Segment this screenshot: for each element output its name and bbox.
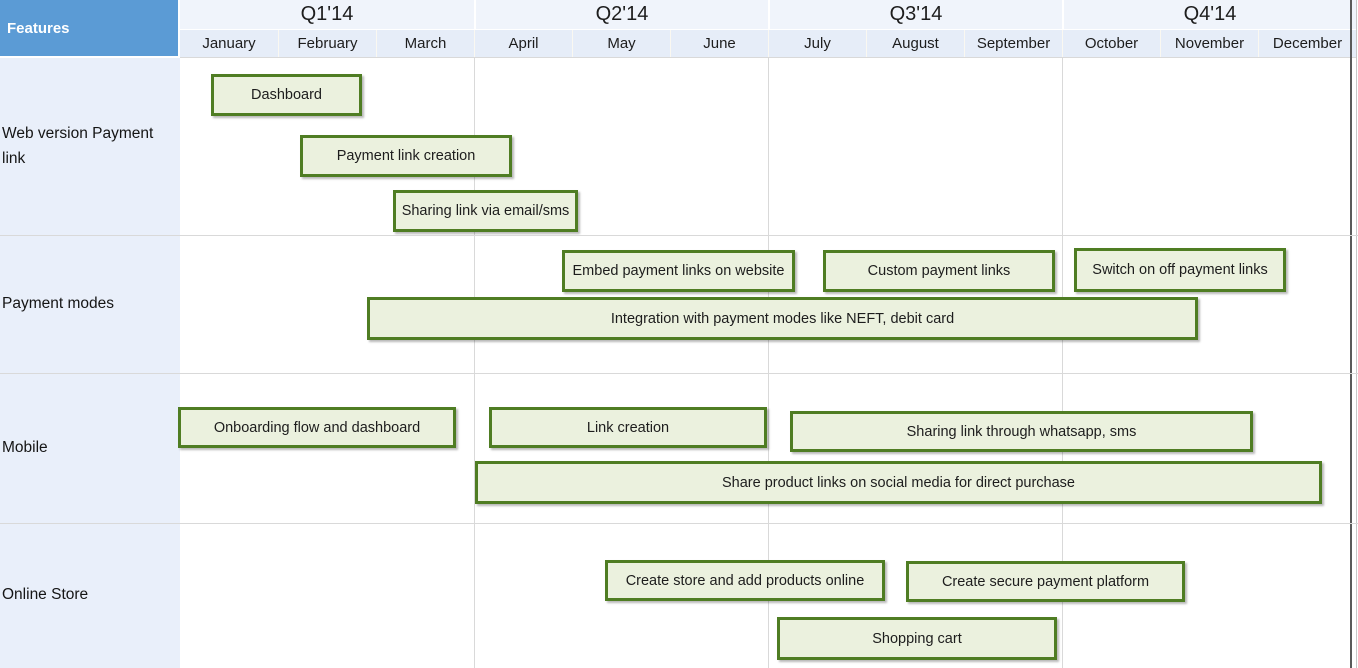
month-header-july: July — [768, 30, 866, 57]
features-header-cell: Features — [0, 0, 180, 58]
quarter-header-1: Q1'14 — [180, 0, 474, 29]
task-box[interactable]: Dashboard — [211, 74, 362, 116]
task-box[interactable]: Payment link creation — [300, 135, 512, 177]
task-box[interactable]: Sharing link via email/sms — [393, 190, 578, 232]
quarter-header-4: Q4'14 — [1062, 0, 1356, 29]
task-box[interactable]: Share product links on social media for … — [475, 461, 1322, 504]
month-header-june: June — [670, 30, 768, 57]
feature-row-label-1: Web version Payment link — [2, 125, 154, 167]
row-separator-2 — [0, 373, 1358, 374]
quarter-header-2: Q2'14 — [474, 0, 768, 29]
task-box[interactable]: Custom payment links — [823, 250, 1055, 292]
task-box[interactable]: Create secure payment platform — [906, 561, 1185, 602]
row-separator-3 — [0, 523, 1358, 524]
month-header-march: March — [376, 30, 474, 57]
chart-right-edge-line — [1356, 0, 1357, 668]
quarter-header-3: Q3'14 — [768, 0, 1062, 29]
month-header-may: May — [572, 30, 670, 57]
gridline-q1-q2 — [474, 58, 475, 668]
task-box[interactable]: Link creation — [489, 407, 767, 448]
feature-row-label-3: Mobile — [2, 438, 48, 456]
task-box[interactable]: Create store and add products online — [605, 560, 885, 601]
month-header-october: October — [1062, 30, 1160, 57]
month-header-august: August — [866, 30, 964, 57]
gridline-q3-q4 — [1062, 58, 1063, 668]
month-header-september: September — [964, 30, 1062, 57]
month-header-january: January — [180, 30, 278, 57]
gridline-q2-q3 — [768, 58, 769, 668]
month-header-february: February — [278, 30, 376, 57]
month-header-april: April — [474, 30, 572, 57]
row-separator-1 — [0, 235, 1358, 236]
task-box[interactable]: Switch on off payment links — [1074, 248, 1286, 292]
feature-row-label-2: Payment modes — [2, 294, 114, 312]
features-header-label: Features — [7, 19, 70, 37]
month-header-december: December — [1258, 30, 1356, 57]
task-box[interactable]: Sharing link through whatsapp, sms — [790, 411, 1253, 452]
month-header-november: November — [1160, 30, 1258, 57]
chart-right-border — [1350, 0, 1352, 668]
feature-row-label-4: Online Store — [2, 586, 89, 604]
feature-column — [0, 58, 180, 668]
task-box[interactable]: Embed payment links on website — [562, 250, 795, 292]
task-box[interactable]: Shopping cart — [777, 617, 1057, 660]
task-box[interactable]: Integration with payment modes like NEFT… — [367, 297, 1198, 340]
task-box[interactable]: Onboarding flow and dashboard — [178, 407, 456, 448]
